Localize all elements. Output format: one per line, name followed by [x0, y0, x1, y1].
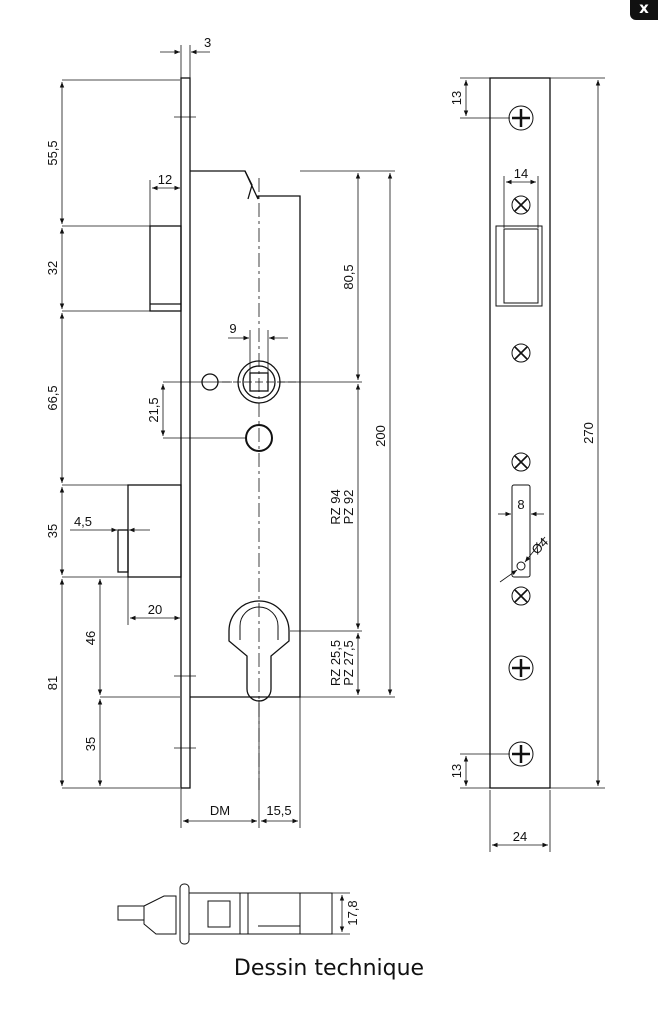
lock-side-view [59, 45, 395, 828]
bolt-opening [511, 484, 531, 578]
dim-bolt-offset: 4,5 [74, 514, 92, 529]
lock-bottom-view [117, 883, 350, 945]
dim-bottom-offset: 81 [45, 676, 60, 690]
dim-plate-top: 13 [449, 91, 464, 105]
dim-rz-2: RZ 25,5 [328, 640, 343, 686]
dim-follower-to-hole: 21,5 [146, 397, 161, 422]
dim-latch-depth: 12 [158, 172, 172, 187]
dead-bolt [127, 484, 182, 578]
dim-follower-square: 9 [229, 321, 236, 336]
dim-pz-1: PZ 92 [341, 490, 356, 525]
dim-plate-length: 270 [581, 422, 596, 444]
dim-thickness: 17,8 [345, 900, 360, 925]
dim-plate-bottom: 13 [449, 764, 464, 778]
close-button[interactable]: x [630, 0, 658, 20]
dim-backset: DM [210, 803, 230, 818]
dim-latch-height: 32 [45, 261, 60, 275]
dim-slot-width: 14 [514, 166, 528, 181]
dim-bolt-to-cyl: 46 [83, 631, 98, 645]
faceplate-front [489, 77, 551, 789]
faceplate-front-view [460, 77, 605, 852]
faceplate [180, 77, 191, 789]
dim-body-height: 200 [373, 425, 388, 447]
dim-plate-width: 24 [513, 829, 527, 844]
latch-opening [495, 225, 543, 307]
latch-bolt [149, 225, 182, 312]
dim-top-offset: 55,5 [45, 140, 60, 165]
dim-cyl-offset: 15,5 [266, 803, 291, 818]
dim-bolt-height: 35 [45, 524, 60, 538]
caption: Dessin technique [233, 956, 425, 981]
dim-faceplate-thickness: 3 [204, 35, 211, 50]
dim-pz-2: PZ 27,5 [341, 640, 356, 686]
dim-follower-to-bolt: 66,5 [45, 385, 60, 410]
screw-bottom-1 [508, 655, 534, 681]
dim-small-slot: 8 [517, 497, 524, 512]
dim-bolt-throw: 20 [148, 602, 162, 617]
dim-cyl-to-bottom: 35 [83, 737, 98, 751]
lock-case [190, 170, 301, 698]
dim-latch-to-follower: 80,5 [341, 264, 356, 289]
dim-rz-1: RZ 94 [328, 489, 343, 524]
